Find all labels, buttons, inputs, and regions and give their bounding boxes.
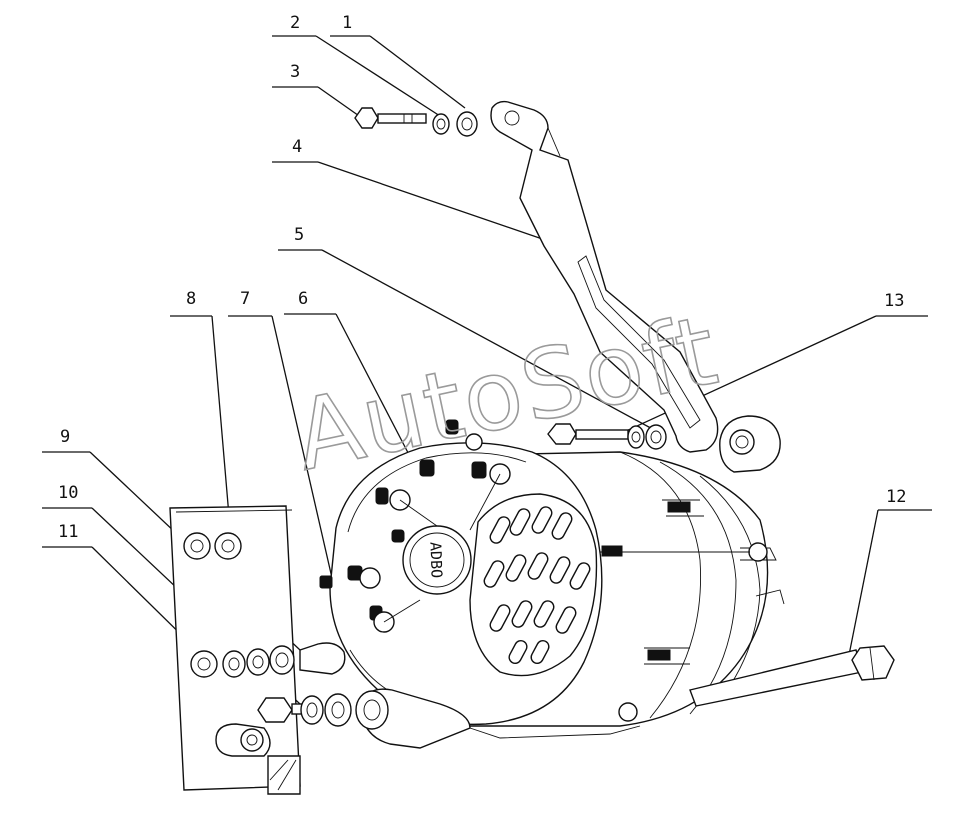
callout-7: 7 <box>228 289 333 579</box>
callout-1-number: 1 <box>342 13 352 33</box>
callout-6: 6 <box>284 289 419 473</box>
callout-2: 2 <box>272 13 441 117</box>
callout-12-number: 12 <box>886 487 906 507</box>
callout-2-number: 2 <box>290 13 300 33</box>
top-bolt-assembly <box>354 107 478 137</box>
callout-7-number: 7 <box>240 289 250 309</box>
fan-grille-slots <box>483 506 591 664</box>
callout-3-number: 3 <box>290 62 300 82</box>
terminal-studs <box>319 419 511 633</box>
callout-8-number: 8 <box>186 289 196 309</box>
bracket-bolt-upper <box>222 642 346 678</box>
lower-bolt-12 <box>689 645 895 707</box>
center-cap-label: ADBO <box>426 542 445 579</box>
center-cap: ADBO <box>402 525 472 595</box>
callout-5: 5 <box>278 225 659 433</box>
callout-1: 1 <box>330 13 466 109</box>
callout-13-number: 13 <box>884 291 904 311</box>
callout-8: 8 <box>170 289 231 529</box>
callout-5-number: 5 <box>294 225 304 245</box>
callout-10-number: 10 <box>58 483 78 503</box>
alternator-body: ADBO <box>319 415 785 749</box>
upper-bolt-assembly <box>547 423 667 450</box>
callout-9-number: 9 <box>60 427 70 447</box>
callout-11-number: 11 <box>58 522 78 542</box>
callout-6-number: 6 <box>298 289 308 309</box>
adjusting-arm <box>490 100 719 453</box>
callout-12: 12 <box>847 487 932 661</box>
callout-4-number: 4 <box>292 137 302 157</box>
callout-3: 3 <box>272 62 363 119</box>
bracket-bolt-lower <box>215 690 389 757</box>
